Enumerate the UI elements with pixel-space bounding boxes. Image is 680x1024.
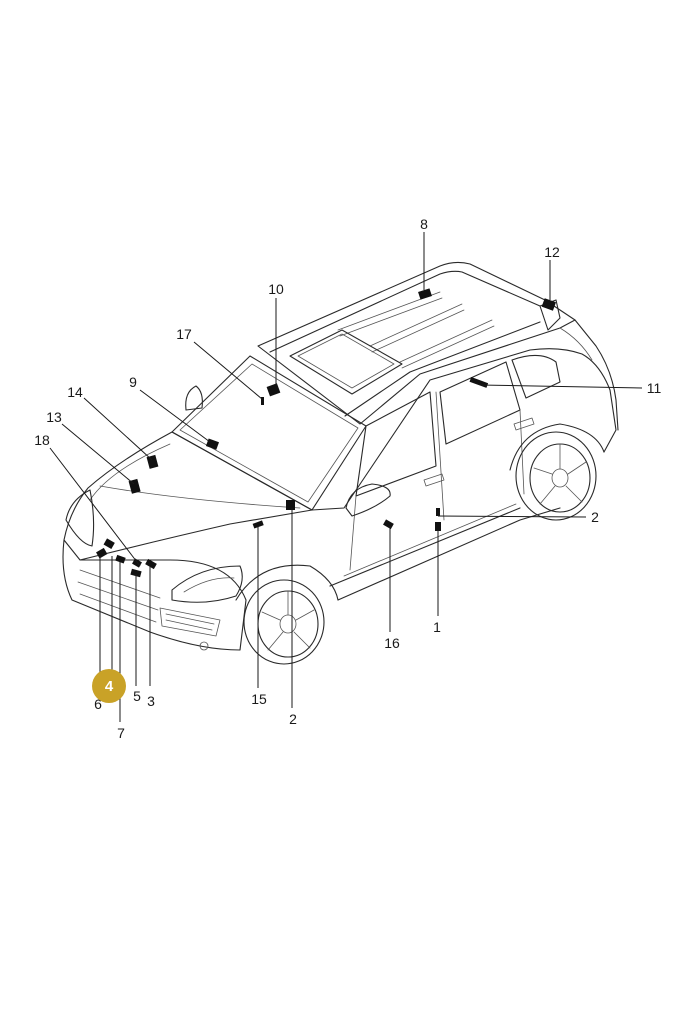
callout-2-windshield: 2 — [289, 711, 297, 727]
callout-10: 10 — [268, 281, 284, 297]
marker-16 — [383, 519, 394, 530]
marker-7 — [115, 554, 126, 564]
callout-13: 13 — [46, 409, 62, 425]
marker-8 — [418, 288, 432, 300]
highlighted-callout-4[interactable]: 4 — [92, 669, 126, 703]
marker-11 — [469, 377, 489, 388]
callout-9: 9 — [129, 374, 137, 390]
callout-6: 6 — [94, 696, 102, 712]
marker-5 — [130, 568, 142, 578]
callout-8: 8 — [420, 216, 428, 232]
callout-2-door: 2 — [591, 509, 599, 525]
marker-15 — [252, 520, 264, 529]
marker-3 — [145, 558, 157, 570]
callout-14: 14 — [67, 384, 83, 400]
marker-18 — [103, 538, 115, 549]
callout-15: 15 — [251, 691, 267, 707]
marker-1 — [435, 522, 441, 531]
callout-7: 7 — [117, 725, 125, 741]
callout-16: 16 — [384, 635, 400, 651]
suv-outline-drawing — [62, 261, 619, 665]
callout-1: 1 — [433, 619, 441, 635]
callout-labels: 8 12 10 17 9 11 14 13 18 2 1 16 15 2 3 5… — [34, 216, 661, 741]
highlight-badge[interactable] — [92, 669, 126, 703]
marker-12 — [541, 298, 557, 311]
callout-3: 3 — [147, 693, 155, 709]
callout-12: 12 — [544, 244, 560, 260]
callout-18: 18 — [34, 432, 50, 448]
marker-10 — [266, 383, 281, 397]
callout-17: 17 — [176, 326, 192, 342]
highlight-badge-label: 4 — [105, 678, 114, 695]
marker-17 — [261, 397, 264, 405]
callout-5: 5 — [133, 688, 141, 704]
marker-2-door — [436, 508, 440, 516]
label-markers — [96, 288, 557, 578]
marker-6 — [96, 547, 108, 559]
marker-2-windshield — [286, 500, 295, 510]
callout-11: 11 — [647, 380, 662, 396]
